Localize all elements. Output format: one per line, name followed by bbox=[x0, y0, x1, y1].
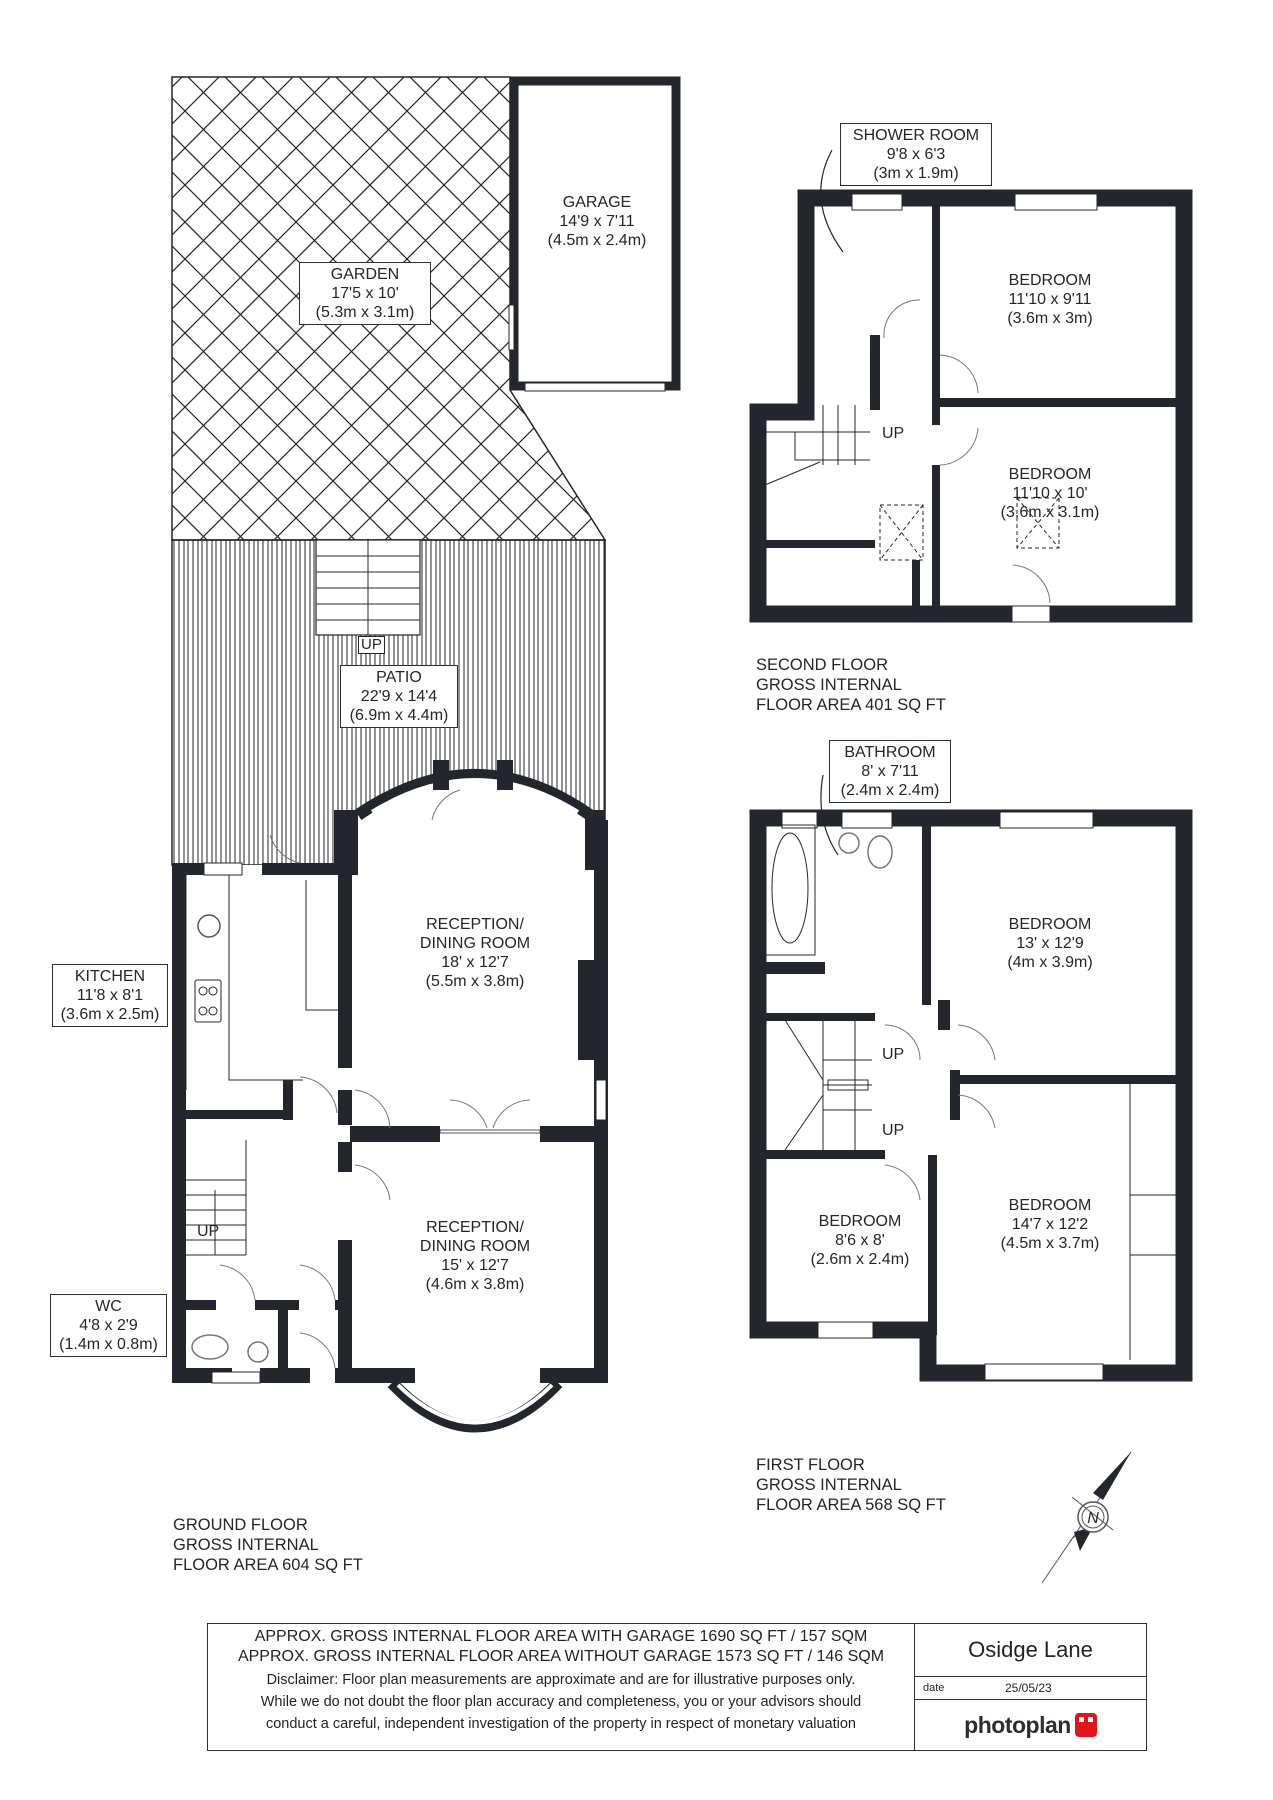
room-label-wc: WC 4'8 x 2'9 (1.4m x 0.8m) bbox=[50, 1294, 167, 1357]
ground-floor-fixtures bbox=[185, 789, 531, 1369]
svg-text:N: N bbox=[1087, 1510, 1099, 1527]
second-floor-walls bbox=[749, 189, 1193, 623]
first-floor-caption: FIRST FLOOR GROSS INTERNAL FLOOR AREA 56… bbox=[756, 1456, 946, 1514]
property-address: Osidge Lane bbox=[915, 1624, 1146, 1677]
patio-steps-label: UP bbox=[358, 636, 385, 654]
ground-stairs-up-label: UP bbox=[197, 1223, 220, 1240]
room-label-reception-1: RECEPTION/ DINING ROOM 18' x 12'7 (5.5m … bbox=[419, 916, 531, 990]
disclaimer: Disclaimer: Floor plan measurements are … bbox=[260, 1672, 862, 1732]
property-info: Osidge Lane date 25/05/23 photoplan bbox=[915, 1624, 1146, 1750]
date-row: date 25/05/23 bbox=[915, 1677, 1146, 1700]
area-without-garage: APPROX. GROSS INTERNAL FLOOR AREA WITHOU… bbox=[237, 1648, 885, 1665]
brand-name: photoplan bbox=[964, 1711, 1071, 1738]
room-label-bathroom: BATHROOM 8' x 7'11 (2.4m x 2.4m) bbox=[829, 740, 951, 803]
room-label-garage: GARAGE 14'9 x 7'11 (4.5m x 2.4m) bbox=[547, 194, 647, 249]
second-floor-caption: SECOND FLOOR GROSS INTERNAL FLOOR AREA 4… bbox=[756, 656, 946, 714]
first-floor-fixtures bbox=[764, 774, 1184, 1360]
garage bbox=[508, 76, 681, 392]
room-label-reception-2: RECEPTION/ DINING ROOM 15' x 12'7 (4.6m … bbox=[419, 1219, 531, 1293]
room-label-garden: GARDEN 17'5 x 10' (5.3m x 3.1m) bbox=[299, 262, 431, 325]
title-block: APPROX. GROSS INTERNAL FLOOR AREA WITH G… bbox=[207, 1623, 1147, 1751]
first-floor-walls bbox=[749, 809, 1193, 1382]
photoplan-logo: photoplan bbox=[915, 1700, 1146, 1750]
date-value: 25/05/23 bbox=[1005, 1681, 1052, 1695]
room-label-kitchen: KITCHEN 11'8 x 8'1 (3.6m x 2.5m) bbox=[52, 964, 168, 1027]
room-label-second-bedroom-1: BEDROOM 11'10 x 9'11 (3.6m x 3m) bbox=[1007, 272, 1093, 327]
ground-floor-caption: GROUND FLOOR GROSS INTERNAL FLOOR AREA 6… bbox=[173, 1516, 363, 1574]
second-stairs-up-label: UP bbox=[882, 425, 905, 442]
room-label-second-bedroom-2: BEDROOM 11'10 x 10' (3.6m x 3.1m) bbox=[1000, 466, 1100, 521]
area-summary: APPROX. GROSS INTERNAL FLOOR AREA WITH G… bbox=[208, 1624, 915, 1750]
area-with-garage: APPROX. GROSS INTERNAL FLOOR AREA WITH G… bbox=[254, 1628, 868, 1645]
room-label-first-bedroom-1: BEDROOM 13' x 12'9 (4m x 3.9m) bbox=[1007, 916, 1093, 971]
room-label-first-bedroom-2: BEDROOM 14'7 x 12'2 (4.5m x 3.7m) bbox=[1000, 1197, 1100, 1252]
photoplan-logo-icon bbox=[1074, 1713, 1097, 1737]
second-floor-fixtures bbox=[764, 149, 1060, 604]
first-stairs-up-label-1: UP bbox=[882, 1046, 905, 1063]
north-arrow-icon: N bbox=[1041, 1451, 1132, 1584]
date-label: date bbox=[923, 1682, 945, 1694]
room-label-first-bedroom-3: BEDROOM 8'6 x 8' (2.6m x 2.4m) bbox=[810, 1213, 910, 1268]
room-label-shower-room: SHOWER ROOM 9'8 x 6'3 (3m x 1.9m) bbox=[840, 123, 992, 186]
first-stairs-up-label-2: UP bbox=[882, 1122, 905, 1139]
room-label-patio: PATIO 22'9 x 14'4 (6.9m x 4.4m) bbox=[340, 665, 458, 728]
ground-floor-walls bbox=[172, 760, 608, 1433]
